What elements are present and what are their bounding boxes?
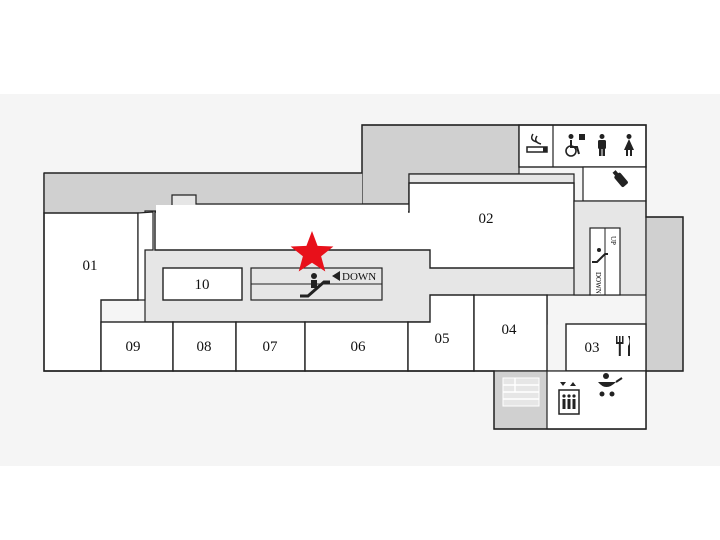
unit-04[interactable]	[473, 294, 548, 372]
unit-03-label: 03	[585, 340, 600, 356]
unit-01-annex	[137, 211, 154, 301]
unit-06[interactable]	[304, 321, 409, 372]
unit-10-label: 10	[195, 277, 210, 293]
unit-06-label: 06	[351, 339, 367, 355]
women-restroom-icon	[624, 134, 634, 156]
elevator-icon	[558, 382, 580, 415]
side-escalator-up-label: UP	[609, 236, 617, 245]
escalator-icon	[300, 273, 330, 298]
right-service-strip	[645, 216, 684, 372]
escalator-down-label: DOWN	[342, 271, 376, 283]
stairs-icon	[502, 377, 540, 407]
unit-05-label: 05	[435, 331, 450, 347]
building-outline	[43, 124, 684, 430]
unit-04-label: 04	[502, 322, 518, 338]
unit-07-label: 07	[263, 339, 279, 355]
smoking-area-icon	[526, 133, 548, 153]
stroller-icon	[598, 373, 623, 397]
side-escalator-icon	[592, 248, 608, 263]
unit-08-label: 08	[197, 339, 212, 355]
down-arrow-icon	[332, 271, 340, 281]
wheelchair-accessible-icon	[565, 134, 585, 157]
baby-bottle-icon	[612, 170, 628, 187]
unit-01-label: 01	[83, 258, 98, 274]
restaurant-icon	[616, 336, 630, 356]
side-escalator-down-label: DOWN	[594, 272, 602, 294]
unit-10[interactable]	[162, 267, 243, 301]
current-location-star	[290, 231, 334, 272]
unit-02-cover	[156, 205, 408, 213]
men-restroom-icon	[598, 134, 606, 156]
unit-09-label: 09	[126, 339, 141, 355]
unit-02-label: 02	[479, 211, 494, 227]
unit-03[interactable]	[565, 323, 647, 372]
unit-07[interactable]	[235, 321, 306, 372]
